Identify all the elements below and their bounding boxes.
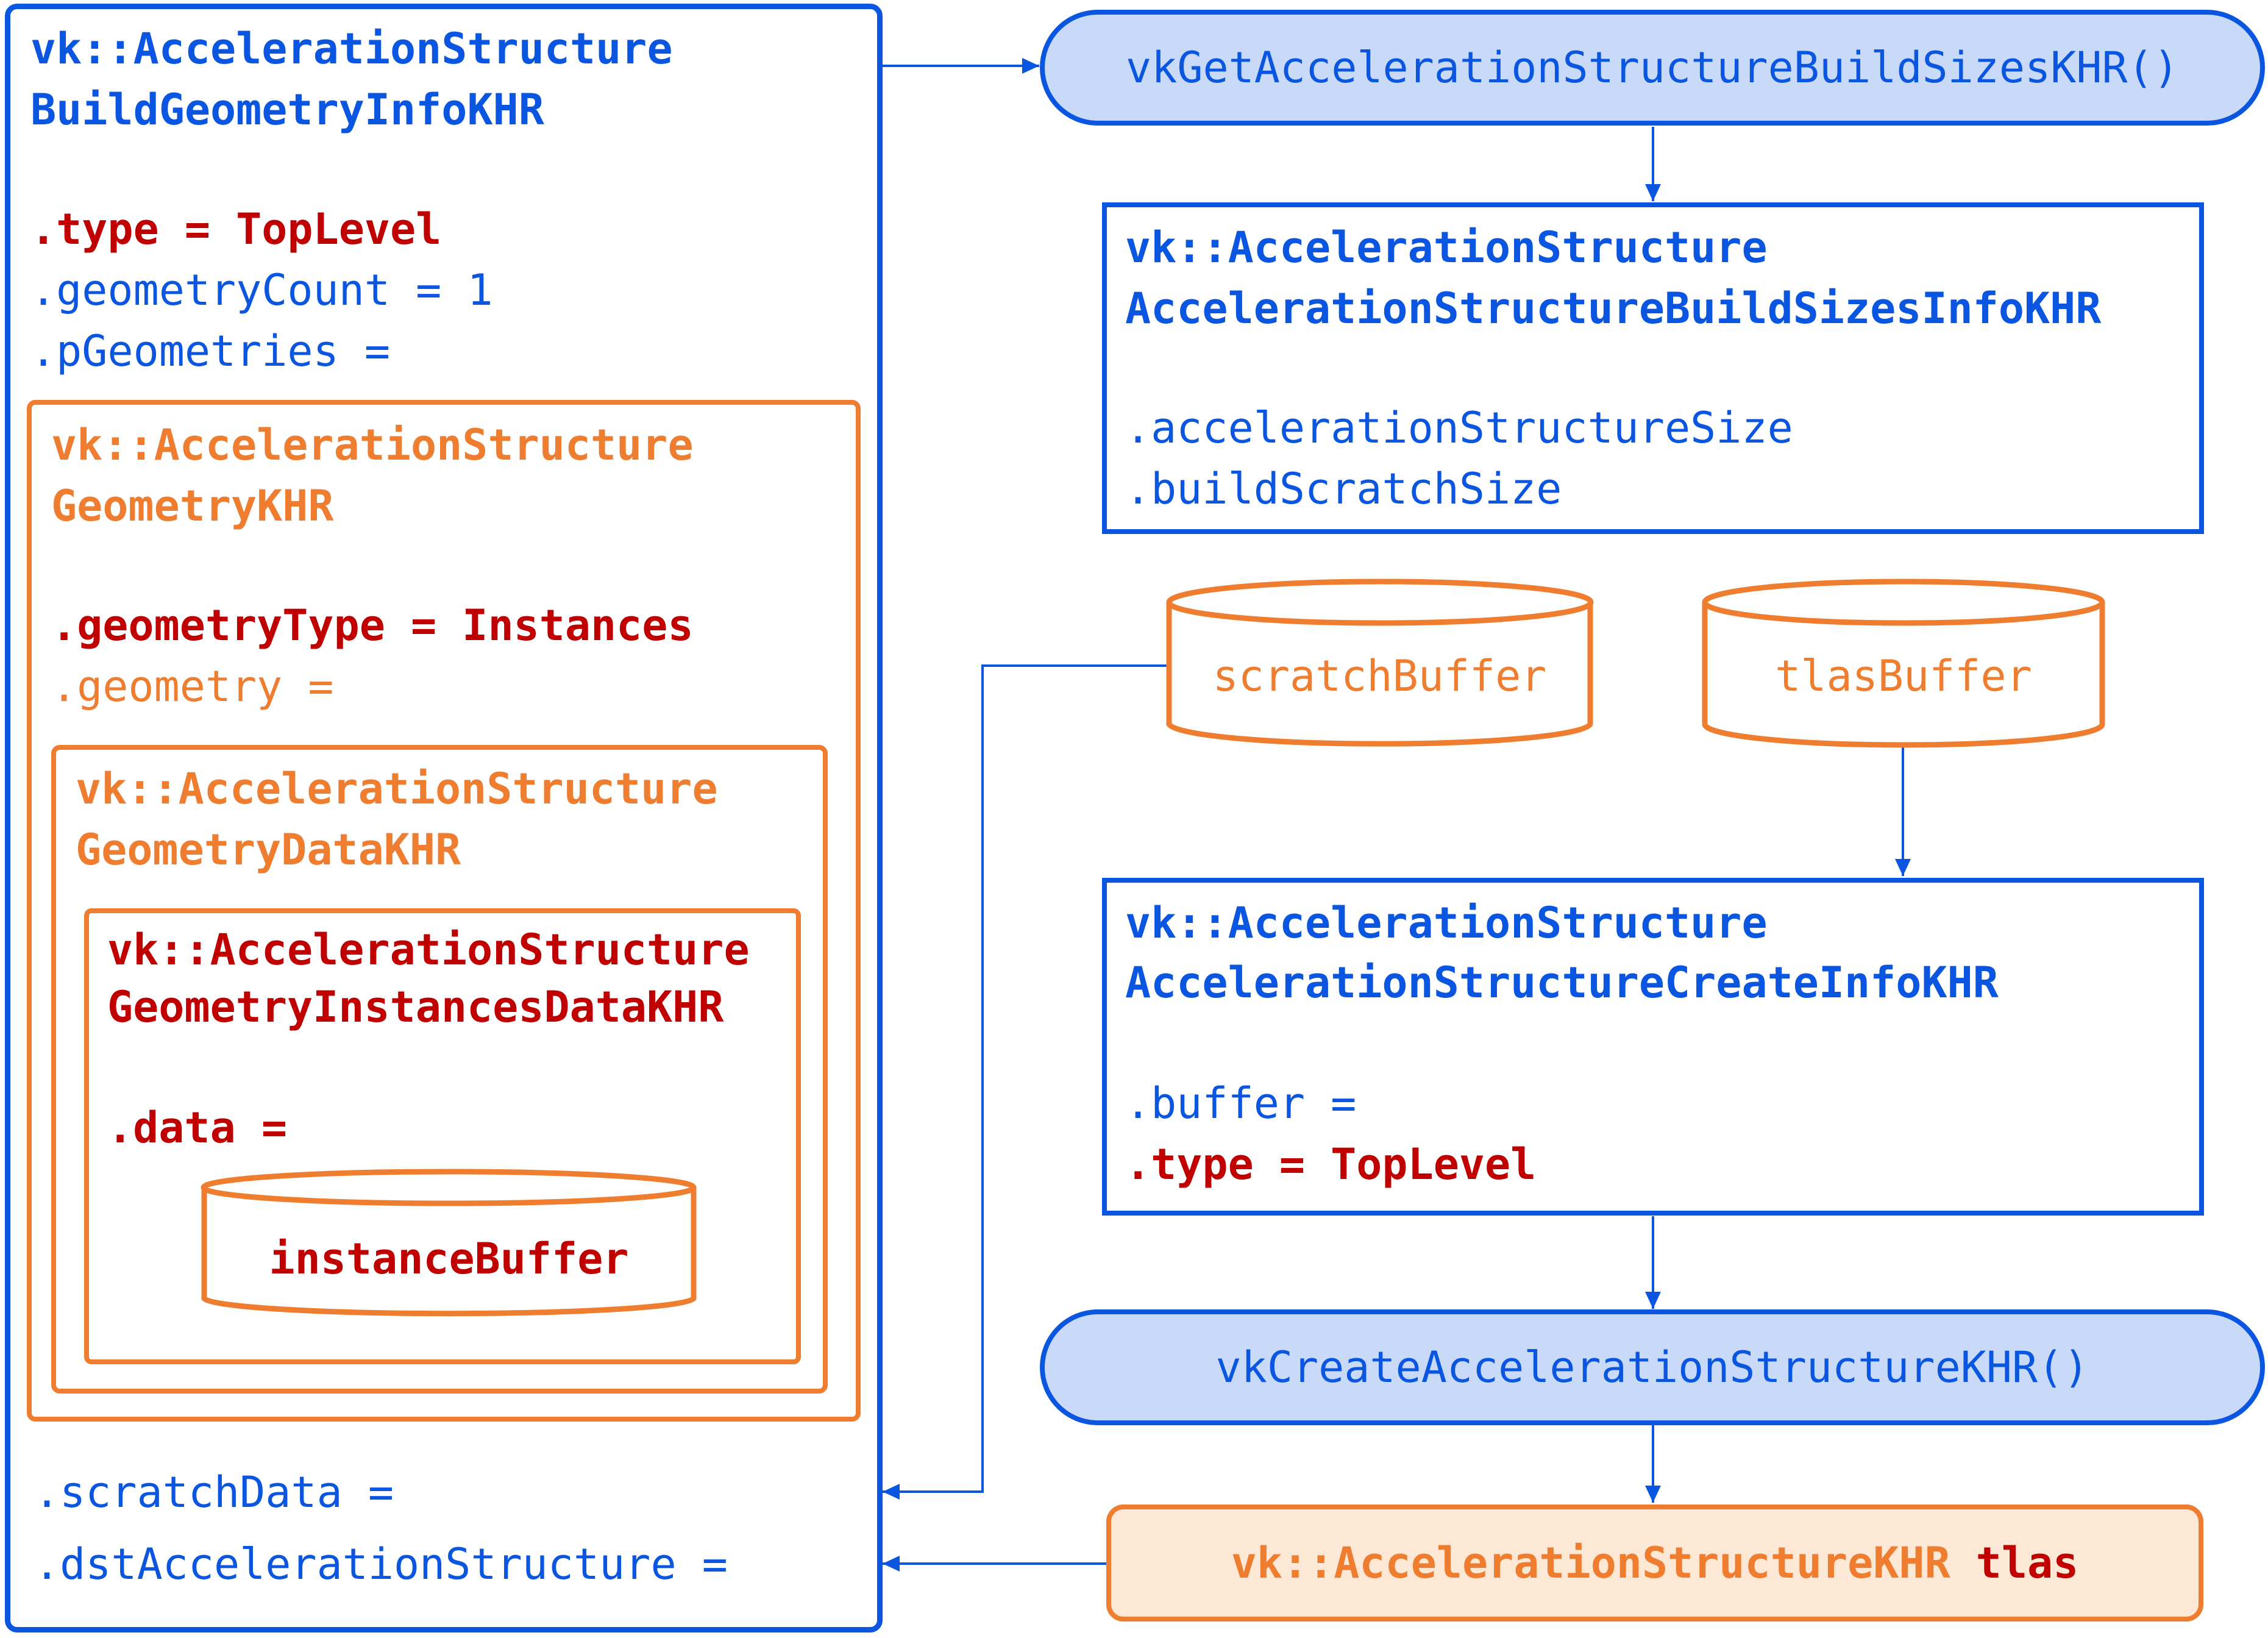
scratch-buffer-cylinder [1166,579,1594,747]
instances-data-title-line1: vk::AccelerationStructure [107,925,750,975]
tlas-name-label: tlas [1975,1538,2079,1588]
instances-data-title-line2: GeometryInstancesDataKHR [107,982,724,1032]
geometry-data-title-line1: vk::AccelerationStructure [76,764,718,814]
build-info-geometry-count-field: .geometryCount = 1 [30,265,493,315]
tlas-type-label: vk::AccelerationStructureKHR [1231,1538,1950,1588]
build-info-type-field: .type = TopLevel [30,204,442,254]
create-acceleration-structure-function: vkCreateAccelerationStructureKHR() [1040,1309,2265,1425]
create-info-title-line2: AccelerationStructureCreateInfoKHR [1125,958,1999,1008]
build-sizes-size-field: .accelerationStructureSize [1125,403,1793,453]
build-geometry-info-box [5,4,883,1633]
get-build-sizes-label: vkGetAccelerationStructureBuildSizesKHR(… [1126,43,2179,93]
build-info-p-geometries-field: .pGeometries = [30,326,391,376]
instances-data-field: .data = [107,1103,288,1153]
build-sizes-title-line1: vk::AccelerationStructure [1125,223,1768,272]
build-info-scratch-data-field: .scratchData = [34,1467,394,1517]
geometry-title-line1: vk::AccelerationStructure [51,420,694,470]
create-info-type-field: .type = TopLevel [1125,1139,1537,1189]
create-info-title-line1: vk::AccelerationStructure [1125,898,1768,948]
build-info-dst-field: .dstAccelerationStructure = [34,1539,728,1589]
create-function-label: vkCreateAccelerationStructureKHR() [1215,1342,2089,1392]
instance-buffer-label: instanceBuffer [269,1234,629,1284]
tlas-buffer-label: tlasBuffer [1775,651,2032,701]
geometry-data-box [51,745,828,1394]
tlas-buffer-cylinder [1702,579,2105,748]
scratch-buffer-label: scratchBuffer [1212,651,1547,701]
instance-buffer-cylinder [201,1169,697,1317]
geometry-title-line2: GeometryKHR [51,481,334,531]
build-info-title-line1: vk::AccelerationStructure [30,24,673,74]
build-sizes-title-line2: AccelerationStructureBuildSizesInfoKHR [1125,283,2102,333]
tlas-result-box: vk::AccelerationStructureKHR tlas [1106,1504,2203,1622]
geometry-instances-data-box [84,908,801,1364]
build-sizes-scratch-field: .buildScratchSize [1125,464,1562,514]
geometry-khr-box [27,400,861,1422]
arrow-scratch-buffer-to-scratch-data [883,664,1169,1500]
geometry-type-field: .geometryType = Instances [51,600,694,650]
build-info-title-line2: BuildGeometryInfoKHR [30,85,544,135]
geometry-field: .geometry = [51,661,334,711]
build-sizes-info-box [1102,202,2204,534]
get-build-sizes-function: vkGetAccelerationStructureBuildSizesKHR(… [1040,10,2265,126]
create-info-buffer-field: .buffer = [1125,1078,1357,1128]
create-info-box [1102,878,2204,1216]
geometry-data-title-line2: GeometryDataKHR [76,825,461,875]
